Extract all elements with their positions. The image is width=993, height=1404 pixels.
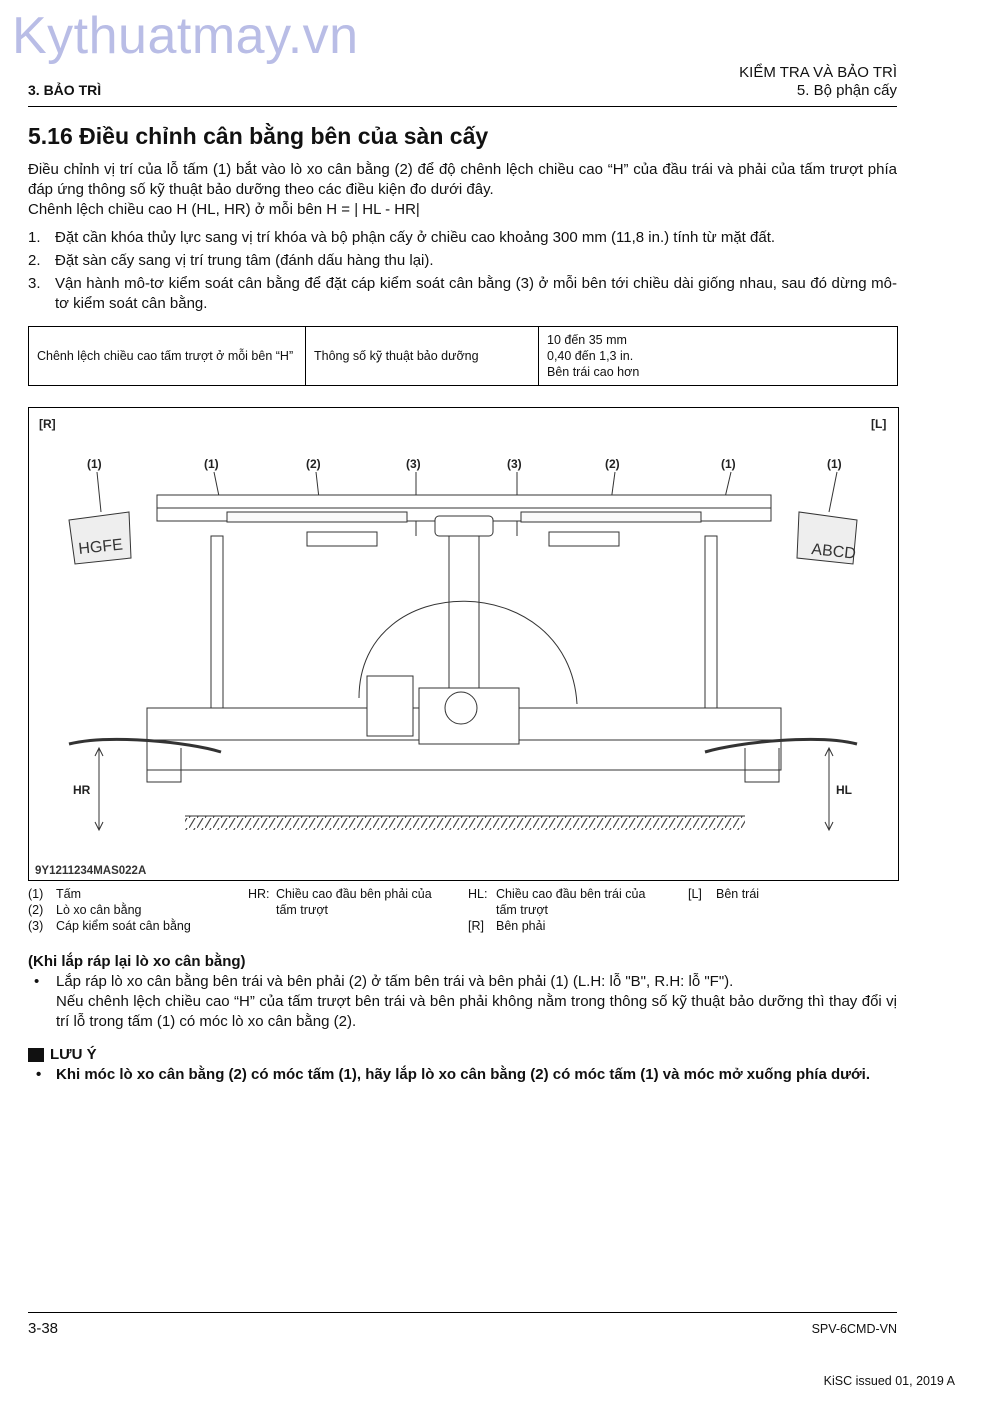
step-text: Vận hành mô-tơ kiểm soát cân bằng để đặt… <box>55 275 897 312</box>
legend-key: [R] <box>468 919 484 933</box>
callout-label: (2) <box>306 457 321 471</box>
spec-values: 10 đến 35 mm 0,40 đến 1,3 in. Bên trái c… <box>538 326 898 386</box>
header-chapter: KIỂM TRA VÀ BẢO TRÌ 5. Bộ phận cấy <box>739 64 897 100</box>
spec-value-mm: 10 đến 35 mm <box>547 333 627 347</box>
step-text: Đặt cần khóa thủy lực sang vị trí khóa v… <box>55 229 776 246</box>
callout-label: (1) <box>827 457 842 471</box>
legend-key: HL: <box>468 887 488 901</box>
footer-divider <box>28 1312 897 1313</box>
page-title: 5.16 Điều chỉnh cân bằng bên của sàn cấy <box>28 123 489 149</box>
reassembly-line: Lắp ráp lò xo cân bằng bên trái và bên p… <box>56 973 734 990</box>
legend-text: Chiều cao đầu bên phải của <box>276 887 432 901</box>
spec-item: Chênh lệch chiều cao tấm trượt ở mỗi bên… <box>28 326 306 386</box>
corner-label-left: [L] <box>871 417 886 431</box>
legend-text: tấm trượt <box>276 903 328 917</box>
legend-text: Bên phải <box>496 919 546 933</box>
legend-text: Cáp kiểm soát cân bằng <box>56 919 191 933</box>
subchapter-title: 5. Bộ phận cấy <box>796 82 897 99</box>
legend-key: (1) <box>28 887 44 901</box>
hr-label: HR <box>73 783 91 797</box>
callout-label: (1) <box>721 457 736 471</box>
step-item: 1. Đặt cần khóa thủy lực sang vị trí khóa… <box>28 228 897 248</box>
reassembly-line: Nếu chênh lệch chiều cao “H” của tấm trư… <box>56 993 897 1030</box>
step-number: 1. <box>28 229 41 246</box>
step-text: Đặt sàn cấy sang vị trí trung tâm (đánh … <box>55 252 434 269</box>
mechanism-diagram: [R] [L] (1) (1) (2) (3) (3) (2) (1) (1) … <box>35 417 886 877</box>
spec-label: Thông số kỹ thuật bảo dưỡng <box>305 326 539 386</box>
spec-value-note: Bên trái cao hơn <box>547 365 640 379</box>
diagram-figure: [R] [L] (1) (1) (2) (3) (3) (2) (1) (1) … <box>28 407 899 881</box>
corner-label-right: [R] <box>39 417 56 431</box>
intro-formula: Chênh lệch chiều cao H (HL, HR) ở mỗi bê… <box>28 201 420 218</box>
list-item: • Lắp ráp lò xo cân bằng bên trái và bên… <box>28 972 897 1032</box>
reassembly-heading: (Khi lắp ráp lại lò xo cân bằng) <box>28 953 246 970</box>
issue-info: KiSC issued 01, 2019 A <box>823 1374 955 1388</box>
watermark: Kythuatmay.vn <box>12 7 359 65</box>
ground-hatch <box>185 816 745 830</box>
legend-key: HR: <box>248 887 270 901</box>
legend-text: Chiều cao đầu bên trái của <box>496 887 646 901</box>
chapter-title: KIỂM TRA VÀ BẢO TRÌ <box>739 64 897 81</box>
document-code: SPV-6CMD-VN <box>811 1322 897 1336</box>
page-number: 3-38 <box>28 1320 59 1337</box>
bullet: • <box>34 973 40 990</box>
intro-text: Điều chỉnh vị trí của lỗ tấm (1) bắt vào… <box>28 160 897 220</box>
section-label: 3. BẢO TRÌ <box>28 82 102 98</box>
legend-key: (2) <box>28 903 44 917</box>
callout-label: (2) <box>605 457 620 471</box>
plate-holes-left: ABCD <box>811 541 857 563</box>
callout-label: (1) <box>87 457 102 471</box>
table-row: Chênh lệch chiều cao tấm trượt ở mỗi bên… <box>28 326 898 386</box>
spec-table: Chênh lệch chiều cao tấm trượt ở mỗi bên… <box>28 326 898 386</box>
figure-code: 9Y1211234MAS022A <box>35 865 146 877</box>
callout-label: (1) <box>204 457 219 471</box>
note-text: Khi móc lò xo cân bằng (2) có móc tấm (1… <box>56 1066 870 1083</box>
header-divider <box>28 106 897 107</box>
legend-text: Lò xo cân bằng <box>56 903 142 917</box>
callout-label: (3) <box>507 457 522 471</box>
legend-key: [L] <box>688 887 702 901</box>
step-number: 3. <box>28 275 41 292</box>
procedure-steps: 1. Đặt cần khóa thủy lực sang vị trí khóa… <box>28 228 897 317</box>
step-item: 3. Vận hành mô-tơ kiểm soát cân bằng để đ… <box>28 274 897 314</box>
plate-holes-right: HGFE <box>78 536 124 558</box>
legend-text: Tấm <box>56 887 81 901</box>
note-section: LƯU Ý • Khi móc lò xo cân bằng (2) có mó… <box>28 1045 897 1085</box>
reassembly-section: (Khi lắp ráp lại lò xo cân bằng) • Lắp r… <box>28 952 897 1032</box>
step-number: 2. <box>28 252 41 269</box>
legend-text: tấm trượt <box>496 903 548 917</box>
step-item: 2. Đặt sàn cấy sang vị trí trung tâm (đán… <box>28 251 897 271</box>
spec-value-in: 0,40 đến 1,3 in. <box>547 349 634 363</box>
intro-paragraph: Điều chỉnh vị trí của lỗ tấm (1) bắt vào… <box>28 161 897 198</box>
note-heading-text: LƯU Ý <box>50 1046 97 1063</box>
legend-text: Bên trái <box>716 887 760 901</box>
list-item: • Khi móc lò xo cân bằng (2) có móc tấm … <box>28 1065 897 1085</box>
callout-label: (3) <box>406 457 421 471</box>
note-square-icon <box>28 1048 44 1062</box>
bullet: • <box>36 1066 42 1083</box>
legend-key: (3) <box>28 919 44 933</box>
hl-label: HL <box>836 783 852 797</box>
note-heading: LƯU Ý <box>28 1045 897 1065</box>
